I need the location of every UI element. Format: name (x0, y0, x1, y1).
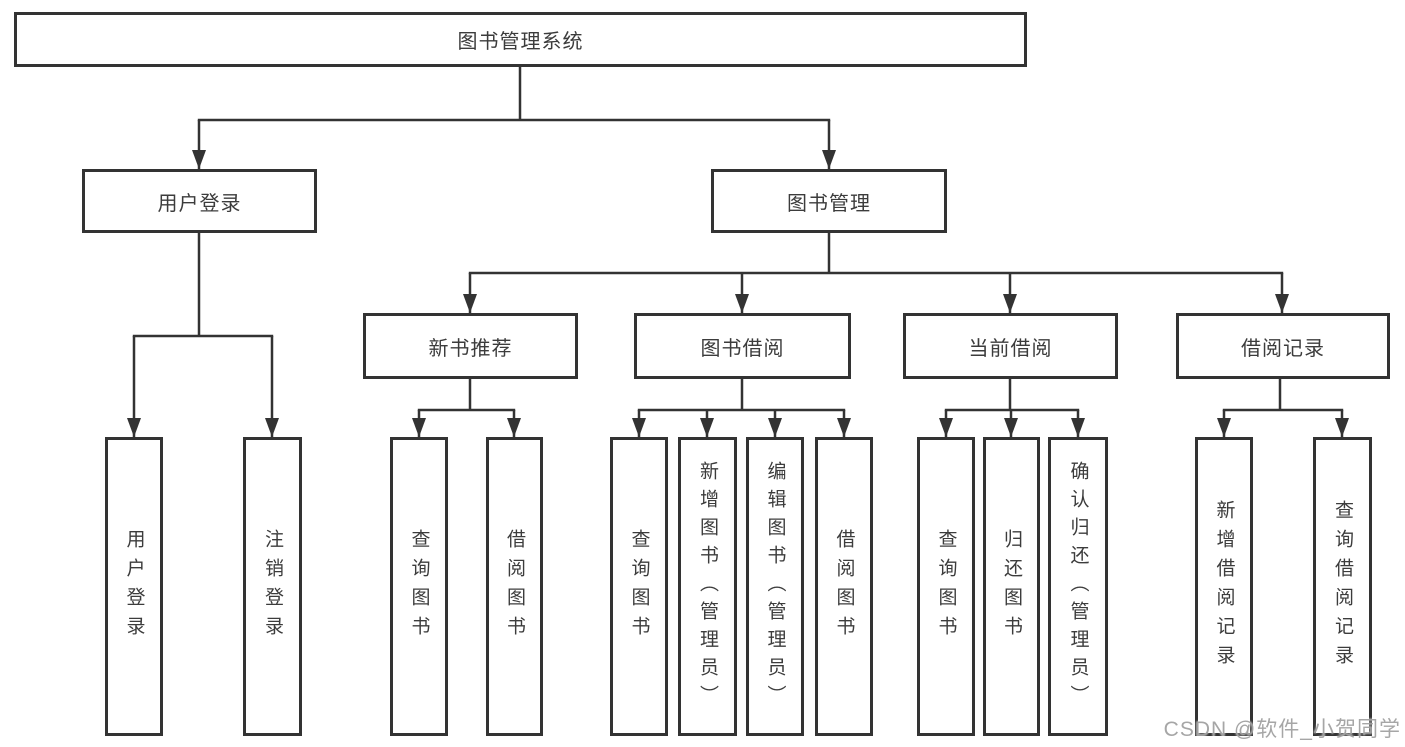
node-current-borrow: 当前借阅 (903, 313, 1118, 379)
leaf-current-query-books: 查询图书 (917, 437, 975, 736)
leaf-borrow-borrow-books: 借阅图书 (815, 437, 873, 736)
leaf-user-login: 用户登录 (105, 437, 163, 736)
leaf-borrow-edit-books-admin: 编辑图书（管理员） (746, 437, 804, 736)
node-root: 图书管理系统 (14, 12, 1027, 67)
node-borrow-records: 借阅记录 (1176, 313, 1390, 379)
leaf-current-confirm-return-admin: 确认归还（管理员） (1048, 437, 1108, 736)
leaf-newbook-borrow-books: 借阅图书 (486, 437, 543, 736)
node-book-borrow: 图书借阅 (634, 313, 851, 379)
leaf-borrow-add-books-admin: 新增图书（管理员） (678, 437, 737, 736)
leaf-newbook-query-books: 查询图书 (390, 437, 448, 736)
leaf-current-return-books: 归还图书 (983, 437, 1040, 736)
leaf-records-query-record: 查询借阅记录 (1313, 437, 1372, 736)
watermark: CSDN @软件_小贺同学 (1163, 718, 1401, 741)
node-user-login: 用户登录 (82, 169, 317, 233)
leaf-borrow-query-books: 查询图书 (610, 437, 668, 736)
leaf-logout: 注销登录 (243, 437, 302, 736)
leaf-records-add-record: 新增借阅记录 (1195, 437, 1253, 736)
node-book-management: 图书管理 (711, 169, 947, 233)
node-new-book-recommend: 新书推荐 (363, 313, 578, 379)
